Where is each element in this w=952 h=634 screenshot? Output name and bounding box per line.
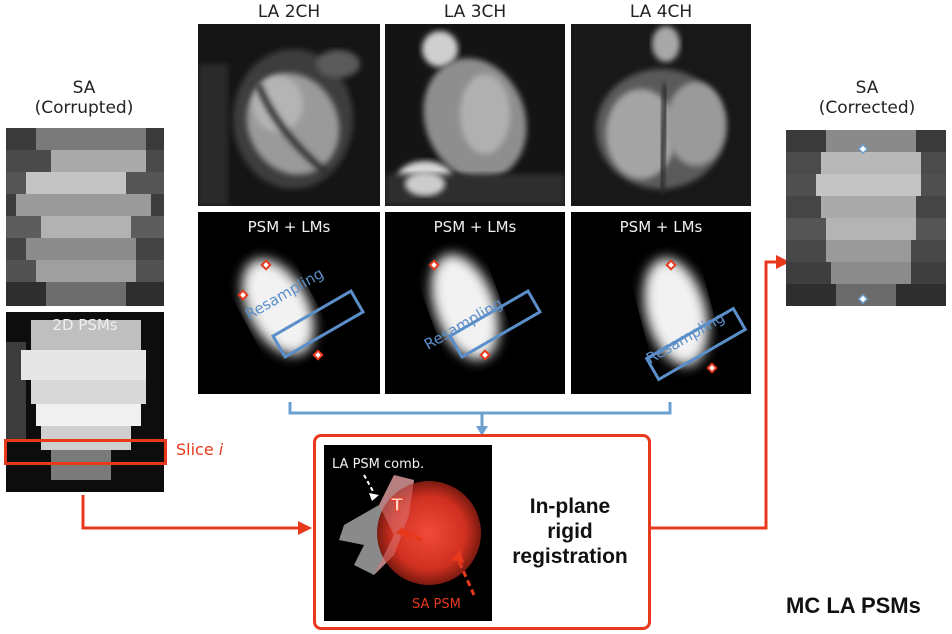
header-sa-corrupted: SA (Corrupted) <box>4 78 164 118</box>
slice-label: Slice i <box>176 440 223 459</box>
registration-line3: registration <box>512 545 628 568</box>
header-sa-corrected-line2: (Corrected) <box>818 98 916 118</box>
psm-blob <box>643 258 709 366</box>
sa-corrected-image <box>786 130 946 306</box>
landmark-marker <box>479 349 491 361</box>
red-output-arrowhead <box>776 255 790 269</box>
header-la2ch: LA 2CH <box>257 2 321 22</box>
header-sa-corrected-line1: SA <box>855 78 879 98</box>
la-psm-comb-label: LA PSM comb. <box>332 457 425 472</box>
resampling-box <box>644 306 748 382</box>
header-sa-corrected: SA (Corrected) <box>786 78 948 118</box>
sa-2d-psm-image: 2D PSMs <box>6 312 164 492</box>
sa-2d-psm-label: 2D PSMs <box>52 316 118 334</box>
sa-corrupted-image <box>6 128 164 306</box>
la-comb-pointer <box>363 474 375 494</box>
landmark-marker <box>260 259 272 271</box>
transform-label: T <box>390 495 404 517</box>
resampling-box <box>270 289 366 359</box>
la3ch-psm-panel: PSM + LMs Resampling <box>385 212 565 394</box>
la4ch-mri-image <box>571 24 751 206</box>
slice-label-text: Slice <box>176 440 214 459</box>
psm-blob <box>241 258 315 356</box>
landmark-marker <box>312 349 324 361</box>
la2ch-mri-image <box>198 24 380 206</box>
red-slice-arrow <box>81 495 300 530</box>
la3ch-psm-label: PSM + LMs <box>433 218 517 236</box>
header-sa-corrupted-line1: SA <box>72 78 96 98</box>
registration-overlay-image: LA PSM comb. T SA PSM <box>324 445 492 621</box>
registration-title: In-plane rigid registration <box>505 494 635 569</box>
landmark-marker <box>857 293 869 305</box>
la4ch-psm-label: PSM + LMs <box>619 218 703 236</box>
transform-arrowhead <box>396 527 410 539</box>
header-la3ch: LA 3CH <box>443 2 507 22</box>
psm-blob <box>431 254 499 360</box>
resampling-box <box>447 289 543 359</box>
blue-merge-bracket <box>288 402 672 415</box>
sa-psm-label: SA PSM <box>412 597 461 612</box>
figure-title: MC LA PSMs <box>786 593 921 618</box>
landmark-marker <box>706 362 718 374</box>
la4ch-psm-panel: PSM + LMs Resampling <box>571 212 751 394</box>
red-slice-arrowhead <box>298 521 312 535</box>
slice-index: i <box>218 440 224 459</box>
header-la4ch: LA 4CH <box>629 2 693 22</box>
registration-line2: rigid <box>547 520 593 543</box>
header-sa-corrupted-line2: (Corrupted) <box>34 98 134 118</box>
landmark-marker <box>665 259 677 271</box>
la2ch-psm-label: PSM + LMs <box>247 218 331 236</box>
landmark-marker <box>857 143 869 155</box>
slice-highlight-box <box>4 439 167 465</box>
blue-arrowhead <box>476 426 488 436</box>
la3ch-mri-image <box>385 24 565 206</box>
landmark-marker <box>428 259 440 271</box>
sa-psm-pointer <box>455 556 476 596</box>
registration-line1: In-plane <box>529 495 611 518</box>
landmark-marker <box>237 289 249 301</box>
red-output-arrow <box>650 260 778 530</box>
la2ch-psm-panel: PSM + LMs Resampling <box>198 212 380 394</box>
